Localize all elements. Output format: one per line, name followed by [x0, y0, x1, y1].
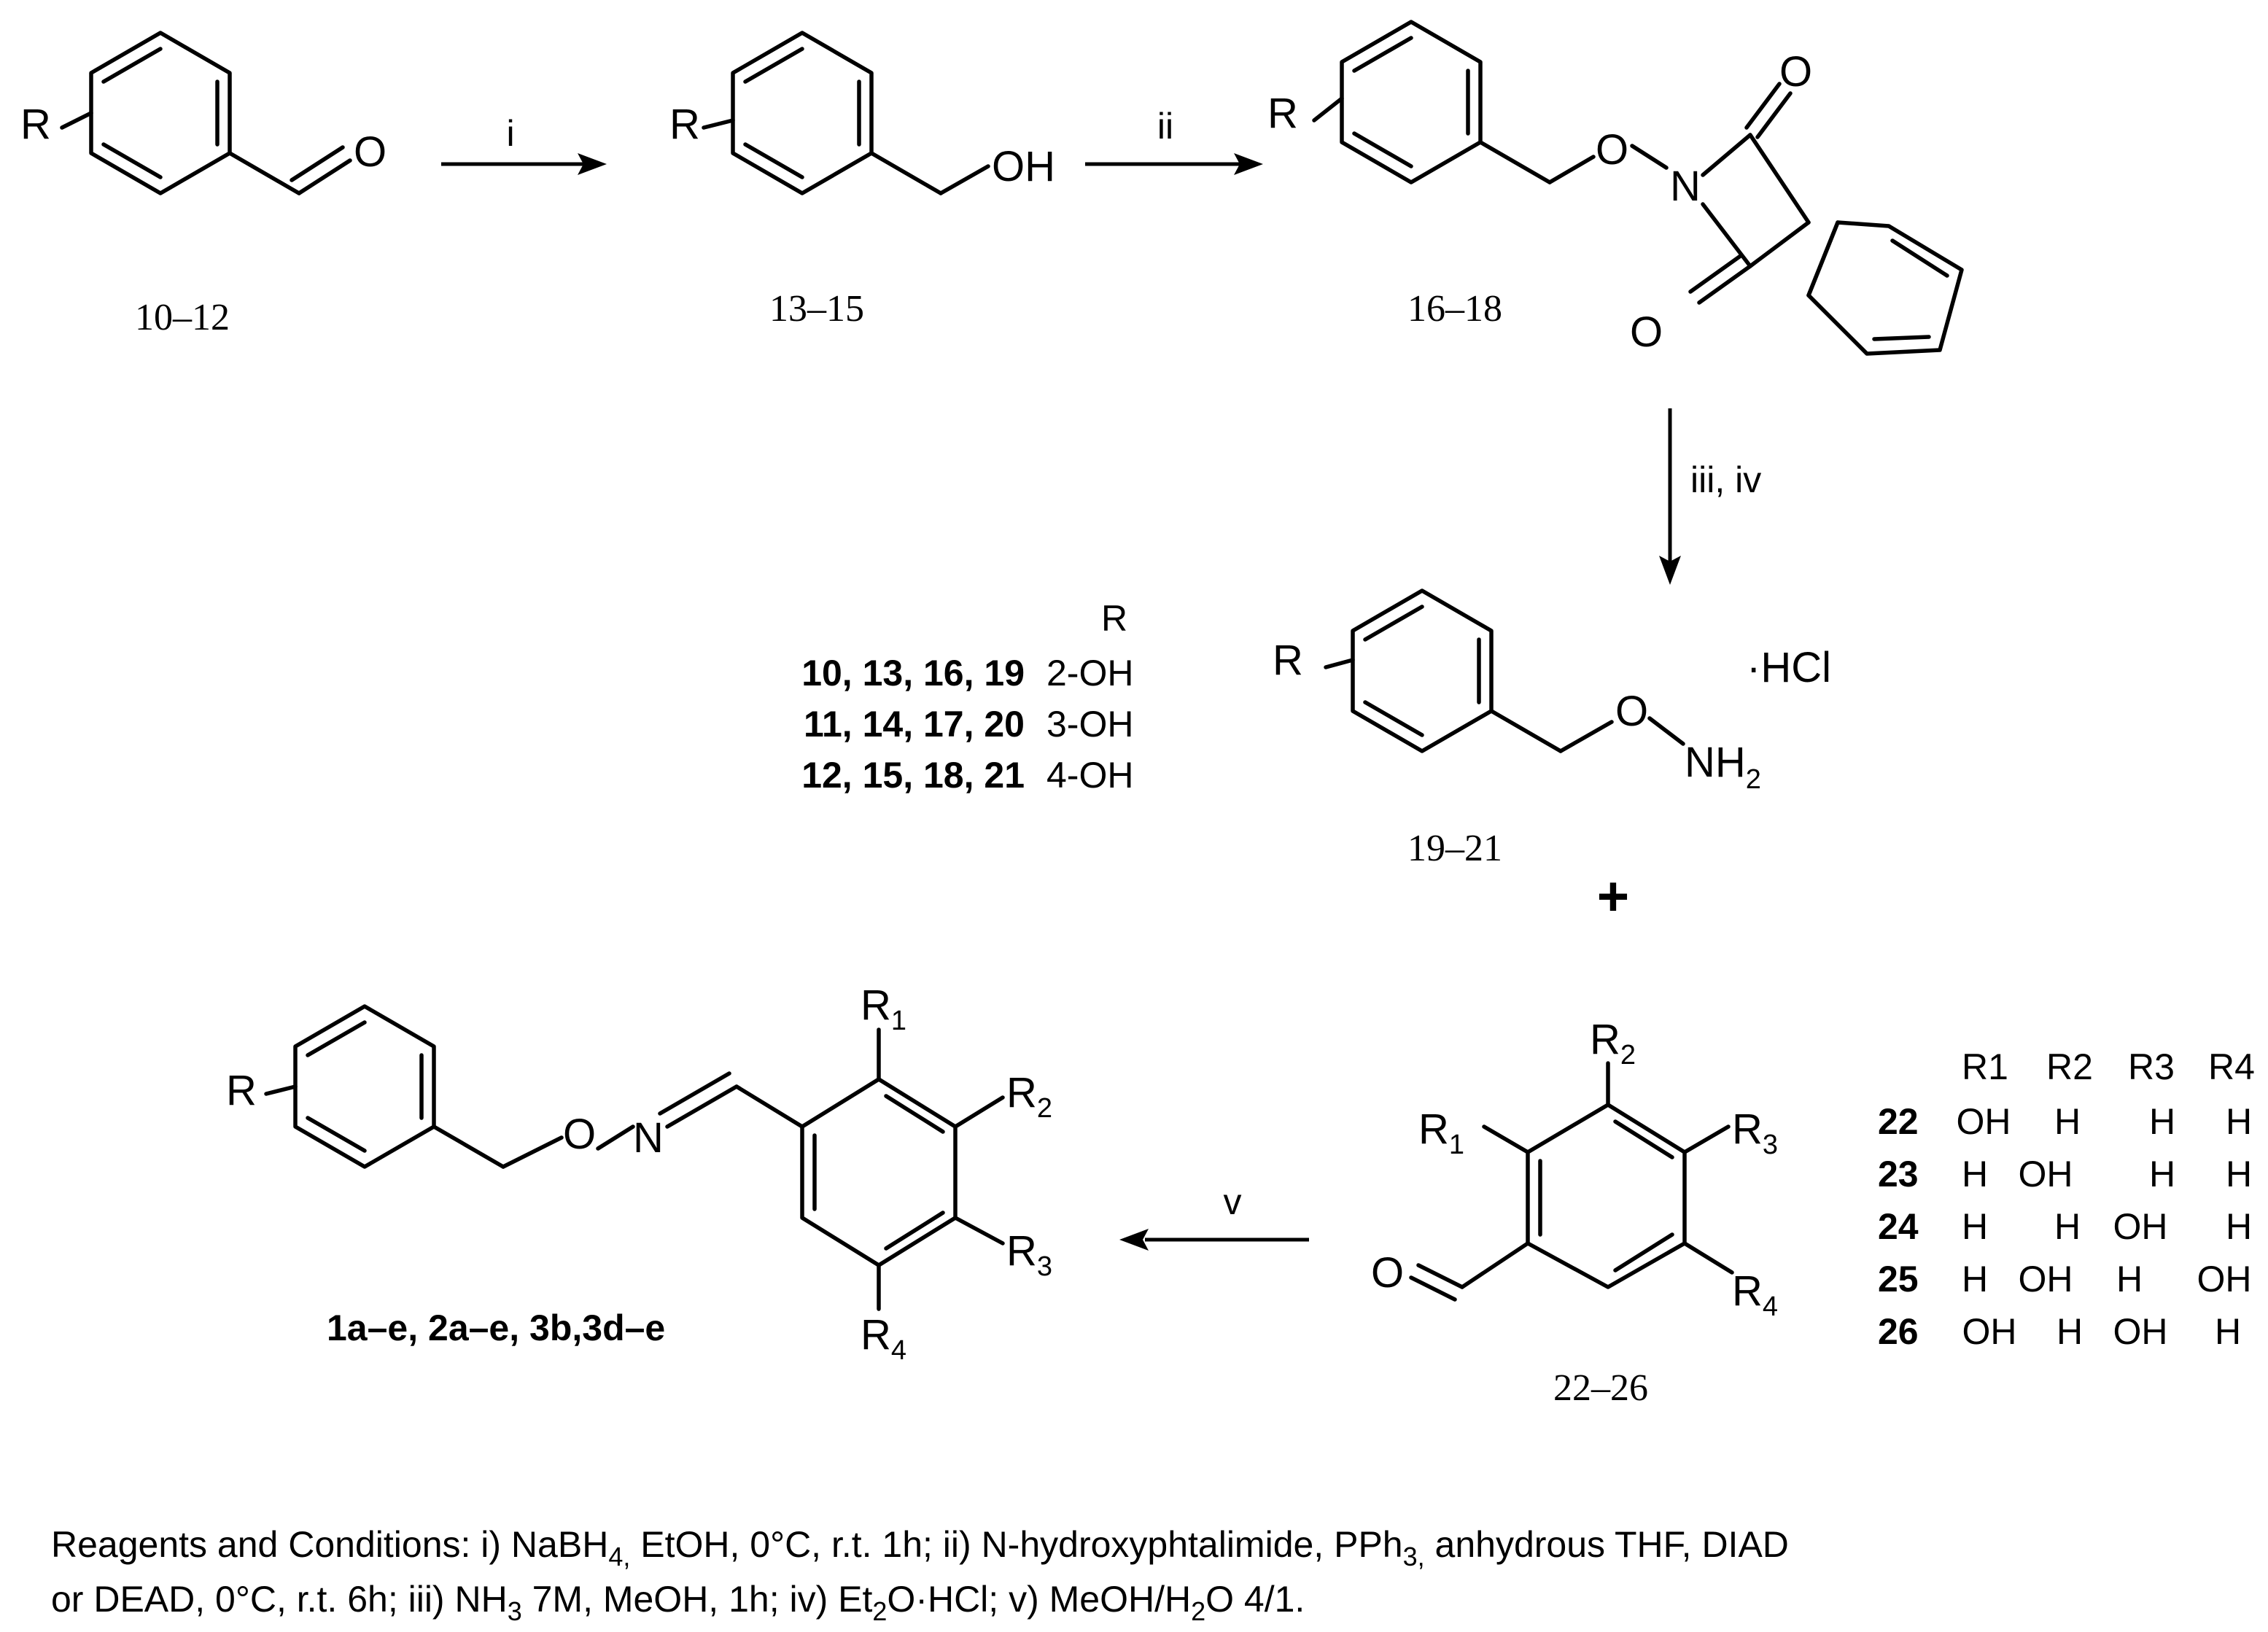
step-label: i: [506, 113, 514, 154]
r-substituent-table: R 10, 13, 16, 19 2-OH 11, 14, 17, 20 3-O…: [801, 598, 1133, 796]
r3-label: R3: [1732, 1106, 1778, 1160]
table-header: R3: [2128, 1046, 2175, 1087]
table-row-compound: 23: [1878, 1154, 1919, 1194]
footnote-segment: or DEAD, 0°C, r.t. 6h; iii) NH: [51, 1579, 508, 1620]
table-row-r: 3-OH: [1046, 704, 1133, 745]
compound-number: 10–12: [135, 297, 230, 338]
hydroxyl-label: OH: [992, 143, 1055, 190]
table-row-compound: 26: [1878, 1311, 1919, 1352]
step-label: ii: [1157, 106, 1173, 147]
table-cell: H: [2215, 1311, 2241, 1352]
table-cell: H: [2054, 1206, 2081, 1247]
table-cell: H: [2149, 1154, 2175, 1194]
arrow-step-ii: ii: [1085, 106, 1263, 175]
table-row-compound: 22: [1878, 1101, 1919, 1142]
table-cell: H: [2054, 1101, 2081, 1142]
table-cell: H: [2057, 1311, 2083, 1352]
table-cell: H: [2149, 1101, 2175, 1142]
table-cell: H: [2116, 1259, 2143, 1299]
compound-number-16-18: 16–18: [1407, 288, 1502, 330]
table-cell: OH: [2019, 1259, 2073, 1299]
aldehyde-substituent-table: R1 R2 R3 R4 22 OH H H H 23 H OH H H 24 H…: [1878, 1046, 2255, 1352]
footnote-segment: 3,: [1403, 1542, 1425, 1571]
r-label: R: [669, 101, 700, 148]
table-header: R2: [2046, 1046, 2093, 1087]
footnote-line-1: Reagents and Conditions: i) NaBH4, EtOH,…: [51, 1524, 1789, 1571]
r3-label: R3: [1006, 1227, 1052, 1282]
table-row-compound: 25: [1878, 1259, 1919, 1299]
structure-aldehyde-22-26: R1 R2 R3 R4 O 22–26: [1371, 1016, 1778, 1409]
r1-label: R1: [1418, 1106, 1464, 1160]
amine-label: NH2: [1685, 739, 1761, 795]
table-cell: H: [1962, 1206, 1988, 1247]
footnote-segment: O 4/1.: [1205, 1579, 1305, 1620]
table-header: R1: [1962, 1046, 2008, 1087]
arrow-step-iii-iv: iii, iv: [1659, 408, 1761, 585]
r-label: R: [20, 101, 51, 148]
table-row-compounds: 11, 14, 17, 20: [804, 704, 1025, 745]
table-row-r: 4-OH: [1046, 755, 1133, 796]
hcl-salt-label: ·HCl: [1747, 644, 1831, 691]
structure-phthalimide-16-18: R O N O O: [1267, 20, 1964, 356]
oxygen-label: O: [1371, 1249, 1404, 1297]
r-label: R: [226, 1067, 257, 1114]
footnote-segment: 3: [508, 1596, 522, 1626]
arrow-step-v: v: [1119, 1181, 1309, 1251]
r1-label: R1: [861, 982, 906, 1036]
footnote-segment: EtOH, 0°C, r.t. 1h; ii) N-hydroxyphtalim…: [630, 1524, 1402, 1565]
footnote-segment: 2: [1191, 1596, 1205, 1626]
table-header: R: [1101, 598, 1127, 639]
table-cell: H: [1962, 1154, 1988, 1194]
footnote-segment: 2: [872, 1596, 887, 1626]
table-cell: OH: [2113, 1311, 2168, 1352]
step-label: iii, iv: [1690, 459, 1761, 500]
footnote-segment: O·HCl; v) MeOH/H: [887, 1579, 1191, 1620]
oxygen-label: O: [563, 1111, 596, 1158]
table-cell: OH: [1957, 1101, 2011, 1142]
footnote-segment: Reagents and Conditions: i) NaBH: [51, 1524, 608, 1565]
oxygen-label: O: [354, 128, 387, 176]
compound-number: 22–26: [1553, 1367, 1648, 1409]
footnote-segment: 4,: [608, 1542, 630, 1571]
table-cell: OH: [1962, 1311, 2017, 1352]
oxygen-label: O: [1615, 688, 1648, 735]
r4-label: R4: [1732, 1267, 1778, 1322]
table-row-compound: 24: [1878, 1206, 1919, 1247]
r4-label: R4: [861, 1311, 906, 1366]
plus-sign: +: [1597, 866, 1629, 928]
table-cell: OH: [2113, 1206, 2168, 1247]
nitrogen-label: N: [1670, 163, 1701, 210]
table-header: R4: [2208, 1046, 2255, 1087]
compound-number: 13–15: [769, 288, 864, 330]
oxygen-label: O: [1596, 126, 1628, 174]
table-row-compounds: 10, 13, 16, 19: [801, 653, 1025, 693]
structure-aldehyde-10-12: R O 10–12: [20, 31, 387, 338]
structure-oxime-product: R O N R1 R2 R3 R4 1a–e, 2a–e, 3b,3d–e: [226, 982, 1052, 1366]
footnote-segment: 7M, MeOH, 1h; iv) Et: [522, 1579, 873, 1620]
carbonyl-oxygen-top: O: [1779, 48, 1812, 96]
r2-label: R2: [1006, 1069, 1052, 1124]
table-cell: H: [2226, 1101, 2252, 1142]
step-label: v: [1224, 1181, 1242, 1222]
table-cell: OH: [2019, 1154, 2073, 1194]
footnote-segment: anhydrous THF, DIAD: [1425, 1524, 1789, 1565]
structure-hydroxylamine-19-21: R O NH2 ·HCl 19–21: [1273, 588, 1831, 869]
carbonyl-oxygen-bottom: O: [1630, 308, 1663, 356]
r-label: R: [1267, 90, 1298, 137]
nitrogen-label: N: [633, 1114, 664, 1162]
compound-number: 1a–e, 2a–e, 3b,3d–e: [327, 1307, 665, 1348]
table-cell: OH: [2197, 1259, 2252, 1299]
r2-label: R2: [1590, 1016, 1636, 1070]
table-row-r: 2-OH: [1046, 653, 1133, 693]
compound-number: 19–21: [1407, 828, 1502, 869]
footnote-line-2: or DEAD, 0°C, r.t. 6h; iii) NH3 7M, MeOH…: [51, 1579, 1305, 1626]
r-label: R: [1273, 637, 1303, 684]
structure-alcohol-13-15: R OH 13–15: [669, 31, 1055, 330]
arrow-step-i: i: [441, 113, 607, 175]
table-row-compounds: 12, 15, 18, 21: [801, 755, 1025, 796]
table-cell: H: [1962, 1259, 1988, 1299]
table-cell: H: [2226, 1206, 2252, 1247]
table-cell: H: [2226, 1154, 2252, 1194]
